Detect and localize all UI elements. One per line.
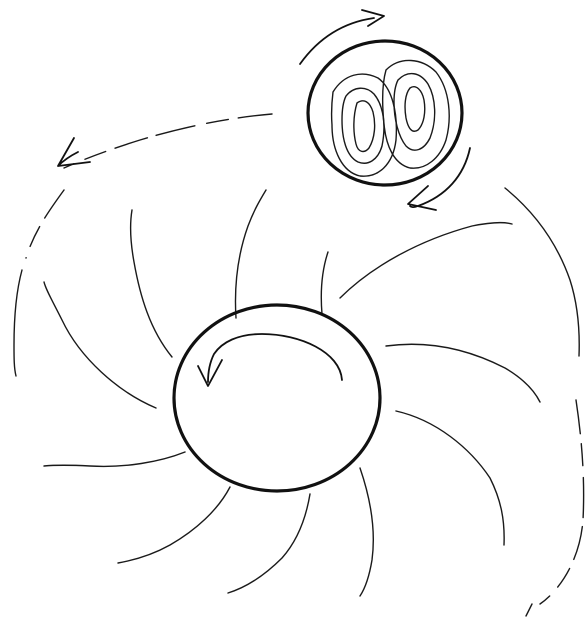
field-line bbox=[396, 411, 504, 545]
orbit-dashed-arc-upper bbox=[64, 114, 272, 168]
field-line bbox=[14, 270, 22, 376]
large-body-outline bbox=[174, 305, 380, 491]
orbit-direction-arrow-icon bbox=[58, 138, 90, 166]
field-line bbox=[360, 468, 373, 596]
field-line bbox=[118, 487, 230, 563]
large-body-rotation-arc bbox=[208, 334, 342, 382]
orbit-dashed-tick bbox=[526, 604, 532, 616]
two-lobed-contours bbox=[332, 60, 450, 176]
contour-line bbox=[405, 87, 425, 132]
orbit-path bbox=[26, 114, 584, 624]
small-body bbox=[300, 10, 470, 210]
contour-line bbox=[332, 74, 397, 176]
large-body bbox=[174, 305, 380, 491]
field-line bbox=[340, 223, 512, 298]
spiral-field-lines bbox=[14, 188, 579, 596]
field-line bbox=[386, 344, 540, 402]
field-line bbox=[321, 252, 328, 314]
contour-line bbox=[394, 74, 435, 151]
field-line bbox=[131, 210, 172, 357]
field-line bbox=[505, 188, 579, 356]
field-line bbox=[228, 494, 310, 593]
field-line bbox=[44, 282, 156, 408]
field-line bbox=[44, 452, 185, 466]
contour-line bbox=[354, 101, 375, 152]
orbit-dashed-arc-lower-right bbox=[540, 400, 584, 604]
orbit-dashed-arc-left bbox=[26, 190, 64, 258]
field-line bbox=[236, 190, 267, 318]
